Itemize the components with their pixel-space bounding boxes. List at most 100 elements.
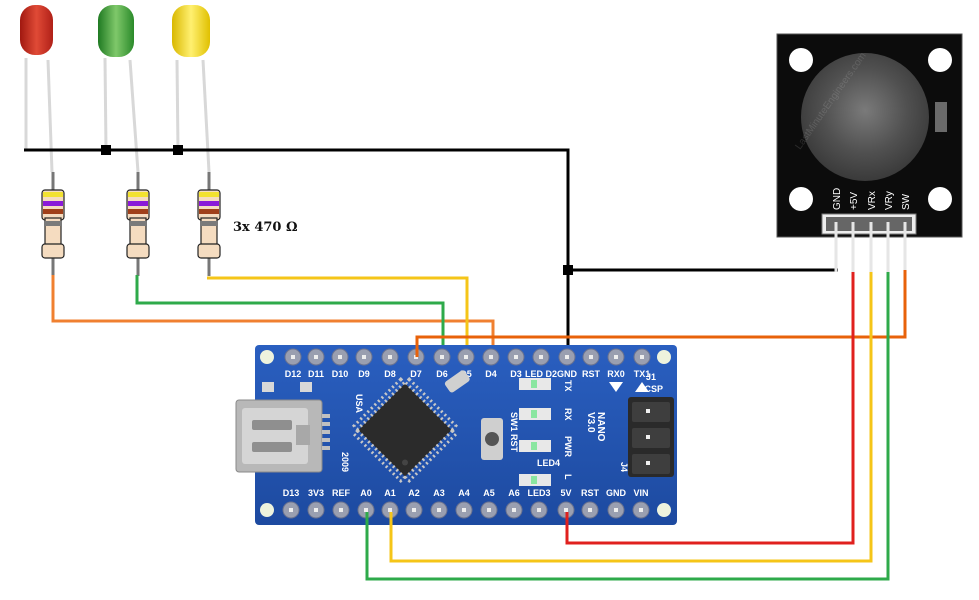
ground-junction-1 [101,145,111,155]
silk-led-pwr: PWR [563,436,573,457]
joystick-mount-hole-tr [928,48,952,72]
led-yellow [172,5,211,173]
led-red-body [20,5,53,55]
pin-pad [614,355,618,359]
joystick-switch [935,102,947,132]
mini-usb-connector [235,399,330,473]
joystick-header-inner [826,217,912,231]
joystick-pin-label-vry: VRy [884,191,895,210]
pin-pad [338,355,342,359]
pin-pad [639,508,643,512]
silk-led-tx: TX [563,380,573,392]
silk-led4: LED4 [537,458,560,468]
reset-button[interactable] [481,418,503,460]
pin-pad [487,508,491,512]
wire-vrx-to-a1 [389,272,873,563]
pin-pad [437,508,441,512]
resistor-band [201,221,217,226]
pin-label-top-d8: D8 [384,369,396,379]
led-green-cathode-leg [103,57,108,151]
pin-label-bottom-a4: A4 [458,488,470,498]
led-red [20,5,54,173]
pin-pad [314,355,318,359]
pin-label-bottom-5v: 5V [560,488,571,498]
triangle-up-marker [635,382,649,392]
pin-pad [514,355,518,359]
joystick-mount-hole-br [928,187,952,211]
resistor-label: 3x 470 Ω [233,220,298,235]
pin-pad [364,508,368,512]
pin-label-top-led-d2: LED D2 [525,369,557,379]
mount-hole-tr [657,350,671,364]
silk-j1: J1 [646,372,656,382]
silk-led-l: L [563,474,573,480]
pin-label-top-gnd: GND [557,369,578,379]
pin-label-bottom-a0: A0 [360,488,372,498]
pin-label-bottom-led3: LED3 [527,488,550,498]
wire-green-led-to-d6 [135,275,445,357]
resistor-band [128,201,148,206]
wire-sw-to-d7 [415,270,907,357]
resistor-band [43,209,63,214]
pin-label-bottom-d13: D13 [283,488,300,498]
pin-pad [565,355,569,359]
pin-label-bottom-3v3: 3V3 [308,488,324,498]
pin-label-bottom-a3: A3 [433,488,445,498]
atmega-chip [351,376,459,484]
pin-label-top-d3: D3 [510,369,522,379]
silk-year: 2009 [340,452,350,472]
pin-pad [589,355,593,359]
led-red-anode-leg [46,59,54,173]
led-yellow-anode-leg [201,59,211,173]
led-green [98,5,140,173]
resistor-band [130,221,146,226]
pin-pad [291,355,295,359]
pin-label-top-d11: D11 [308,369,324,379]
pin-pad [564,508,568,512]
wire-vry-to-a0 [365,272,890,581]
resistor-band [128,192,148,197]
joystick-pin-label-vrx: VRx [867,191,878,210]
pin-pad [440,355,444,359]
icsp-header [628,397,674,477]
pin-pad [512,508,516,512]
silk-led-rx: RX [563,408,573,421]
resistor-red [41,172,65,276]
resistor-band [43,192,63,197]
ground-wire-led [24,148,570,358]
joystick-knob[interactable] [801,53,929,181]
silk-j4: J4 [619,462,629,472]
pin-label-bottom-a6: A6 [508,488,520,498]
pin-label-top-d4: D4 [485,369,497,379]
pin-pad [339,508,343,512]
wire-5v-to-5v [565,272,855,545]
mount-hole-tl [260,350,274,364]
top-pin-header: D12D11D10D9D8D7D6D5D4D3LED D2GNDRSTRX0TX… [284,348,651,379]
wire-yellow-led-to-d5 [207,276,469,357]
pin-label-top-d7: D7 [410,369,422,379]
pin-pad [489,355,493,359]
pin-label-bottom-a5: A5 [483,488,495,498]
silk-usa: USA [354,394,364,414]
pin-pad [537,508,541,512]
arduino-nano: D12D11D10D9D8D7D6D5D4D3LED D2GNDRSTRX0TX… [235,345,677,525]
resistor-band [199,192,219,197]
pin-pad [388,355,392,359]
pin-label-bottom-a1: A1 [384,488,396,498]
crystal [444,370,470,393]
pin-label-top-d12: D12 [285,369,302,379]
resistor-band [199,209,219,214]
ground-junction-2 [173,145,183,155]
pin-label-bottom-ref: REF [332,488,351,498]
status-leds [519,378,551,486]
resistors [41,172,221,276]
pin-pad [388,508,392,512]
pin-label-top-rst: RST [582,369,601,379]
pin-label-top-d10: D10 [332,369,349,379]
pin-label-bottom-a2: A2 [408,488,420,498]
pin-pad [588,508,592,512]
joystick-pin-label-sw: SW [901,193,912,210]
smd-component [300,382,312,392]
